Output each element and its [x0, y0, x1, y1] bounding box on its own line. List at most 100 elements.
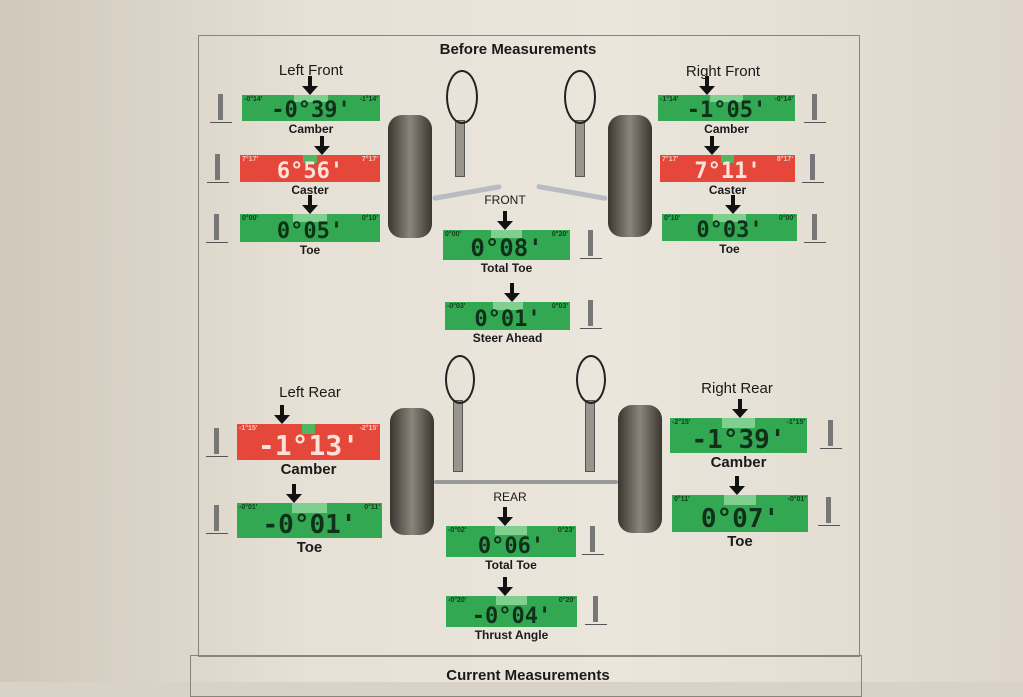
gauge-value: -1°05'	[686, 98, 767, 123]
lf-toe-diagram-icon	[206, 212, 228, 243]
range-min: -1°14'	[660, 96, 679, 103]
range-max: -0°14'	[774, 96, 793, 103]
front-total-toe-gauge: 0°00' 0°20' 0°08'	[443, 230, 570, 262]
arrow-down-icon	[274, 405, 290, 424]
steer-ahead-label: Steer Ahead	[472, 331, 543, 345]
range-min: -2°15'	[672, 419, 691, 426]
current-panel-title: Current Measurements	[446, 667, 610, 684]
panel-title: Before Measurements	[439, 41, 597, 58]
range-min: 0°10'	[664, 215, 681, 222]
lf-caster-diagram-icon	[207, 152, 229, 183]
rf-caster-diagram-icon	[802, 152, 824, 183]
lr-toe-label: Toe	[296, 539, 323, 556]
thrust-angle-gauge: -0°20' 0°20' -0°04'	[446, 596, 577, 629]
rear-axle	[434, 480, 618, 484]
arrow-down-icon	[725, 195, 741, 214]
paper-background	[0, 0, 1023, 682]
front-label: FRONT	[484, 193, 526, 207]
left-front-spring	[446, 70, 478, 124]
arrow-down-icon	[497, 211, 513, 230]
right-rear-label: Right Rear	[701, 380, 773, 397]
arrow-down-icon	[497, 507, 513, 526]
right-front-label: Right Front	[685, 63, 761, 80]
right-front-tire	[608, 115, 652, 237]
gauge-value: 0°06'	[477, 534, 545, 559]
right-rear-tire	[618, 405, 662, 533]
range-min: -0°01'	[239, 504, 258, 511]
arrow-down-icon	[286, 484, 302, 503]
rf-toe-gauge: 0°10' 0°00' 0°03'	[662, 214, 797, 243]
range-max: 0°00'	[778, 215, 795, 222]
rr-camber-gauge: -2°15' -1°15' -1°39'	[670, 418, 807, 455]
front-total-toe-diagram-icon	[580, 228, 602, 259]
arrow-down-icon	[699, 76, 715, 95]
left-rear-tire	[390, 408, 434, 535]
gauge-value: -0°01'	[262, 510, 357, 540]
rf-caster-label: Caster	[708, 183, 747, 197]
gauge-value: 6°56'	[276, 159, 344, 184]
range-max: -0°01'	[787, 496, 806, 503]
left-rear-spring	[445, 355, 475, 404]
lr-camber-label: Camber	[280, 461, 337, 478]
range-min: -1°15'	[239, 425, 258, 432]
lr-camber-gauge: -1°15' -2°15' -1°13'	[237, 424, 380, 462]
right-rear-strut	[585, 400, 595, 472]
right-front-strut	[575, 120, 585, 177]
steer-ahead-diagram-icon	[580, 298, 602, 329]
right-rear-spring	[576, 355, 606, 404]
tolerance-notch	[491, 230, 522, 239]
rear-label: REAR	[493, 490, 527, 504]
rr-toe-gauge: 0°11' -0°01' 0°07'	[672, 495, 808, 534]
rr-toe-label: Toe	[727, 533, 753, 550]
gauge-value: 0°07'	[700, 504, 780, 534]
gauge-value: 0°03'	[696, 218, 763, 243]
rf-toe-diagram-icon	[804, 212, 826, 243]
gauge-value: 0°08'	[470, 234, 543, 262]
arrow-down-icon	[314, 136, 330, 155]
tolerance-notch	[713, 214, 746, 222]
lf-toe-gauge: 0°00' 0°10' 0°05'	[240, 214, 380, 244]
rf-camber-label: Camber	[704, 122, 749, 136]
range-min: 7°17'	[662, 156, 679, 163]
gauge-value: -1°13'	[257, 429, 360, 462]
gauge-value: -0°04'	[471, 604, 552, 629]
range-max: 0°10'	[361, 215, 378, 222]
range-max: 0°20'	[551, 231, 568, 238]
range-min: -0°02'	[448, 527, 467, 534]
thrust-angle-diagram-icon	[585, 594, 607, 625]
rf-camber-gauge: -1°14' -0°14' -1°05'	[658, 95, 795, 123]
arrow-down-icon	[302, 76, 318, 95]
range-max: 0°03'	[551, 303, 568, 310]
thrust-angle-label: Thrust Angle	[474, 628, 549, 642]
range-min: -0°20'	[448, 597, 467, 604]
lf-caster-gauge: 7°17' 7°17' 6°56'	[240, 155, 380, 184]
range-max: -1°15'	[786, 419, 805, 426]
gauge-value: 0°01'	[474, 307, 541, 332]
lf-camber-label: Camber	[288, 122, 334, 136]
gauge-value: 7°11'	[694, 159, 761, 184]
rear-total-toe-diagram-icon	[582, 524, 604, 555]
rr-camber-label: Camber	[710, 454, 767, 471]
lf-toe-label: Toe	[299, 243, 321, 257]
lr-toe-diagram-icon	[206, 503, 228, 534]
before-measurements-panel	[198, 35, 860, 657]
tolerance-notch	[495, 526, 527, 535]
range-max: -2°15'	[359, 425, 378, 432]
range-max: 0°20'	[558, 597, 575, 604]
range-min: 0°00'	[445, 231, 462, 238]
tolerance-notch	[294, 95, 328, 103]
range-min: 0°00'	[242, 215, 259, 222]
tolerance-notch	[711, 155, 744, 163]
gauge-value: -0°39'	[271, 98, 351, 123]
tolerance-notch	[492, 302, 523, 310]
lf-camber-gauge: -0°14' -1°14' -0°39'	[242, 95, 380, 123]
left-front-tire	[388, 115, 432, 238]
tolerance-notch	[723, 495, 757, 506]
tolerance-notch	[292, 503, 327, 513]
right-front-spring	[564, 70, 596, 124]
range-min: -0°03'	[447, 303, 466, 310]
left-front-label: Left Front	[278, 62, 344, 79]
rear-total-toe-gauge: -0°02' 0°23' 0°06'	[446, 526, 576, 559]
arrow-down-icon	[704, 136, 720, 155]
arrow-down-icon	[504, 283, 520, 302]
